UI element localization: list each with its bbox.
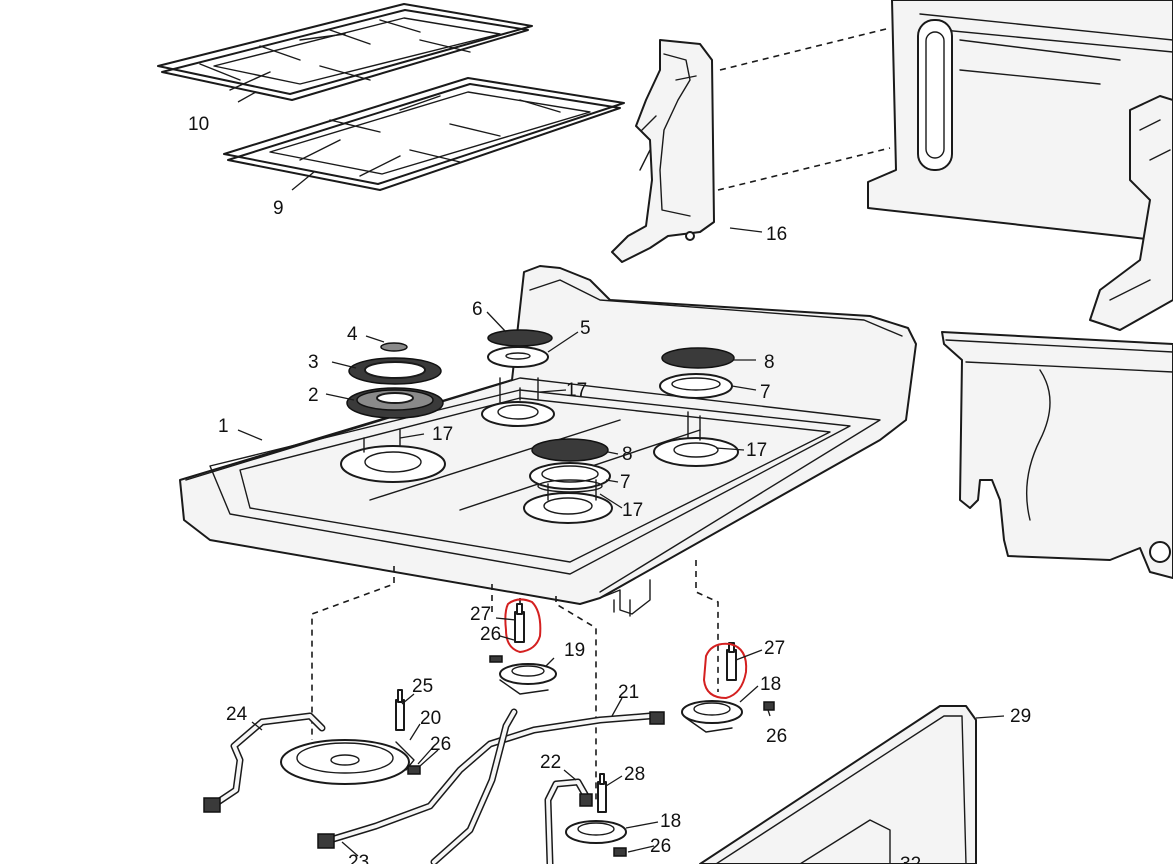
callout-20: 20: [420, 708, 441, 729]
callout-8-rear: 8: [764, 352, 775, 373]
callout-29: 29: [1010, 706, 1031, 727]
callout-6: 6: [472, 299, 483, 320]
igniter-27-right: [726, 642, 737, 681]
burner-wells: [340, 401, 739, 524]
callout-labels: 10 9 16 6 5 4 3 2 8 7 17 1 17 17 8 7 17 …: [188, 114, 1031, 864]
burner-base-2: [346, 387, 444, 419]
side-bracket-16: [611, 39, 715, 263]
callout-26-b: 26: [766, 726, 787, 747]
burner-cap-4: [380, 342, 408, 352]
callout-18-a: 18: [760, 674, 781, 695]
oven-door-29: [699, 705, 977, 864]
grate-10: [157, 3, 533, 101]
leader-lines: [237, 91, 1005, 857]
callout-16: 16: [766, 224, 787, 245]
callout-10: 10: [188, 114, 209, 135]
callout-21: 21: [618, 682, 639, 703]
callout-2: 2: [308, 385, 319, 406]
burner-head-5: [487, 346, 549, 368]
burner-cap-8-front: [531, 438, 609, 462]
callout-19: 19: [564, 640, 585, 661]
callout-26-d: 26: [650, 836, 671, 857]
igniter-27-left: [514, 603, 525, 643]
callout-24: 24: [226, 704, 248, 725]
burner-head-7-front: [529, 462, 611, 493]
callout-23: 23: [348, 852, 369, 864]
burner-head-7-rear: [659, 373, 733, 399]
callout-3: 3: [308, 352, 319, 373]
burner-cap-8-rear: [661, 347, 735, 369]
burner-base-18-lower: [565, 820, 627, 844]
callout-17-b: 17: [432, 424, 453, 445]
callout-28: 28: [624, 764, 645, 785]
callout-17-c: 17: [746, 440, 767, 461]
burner-ring-3: [348, 357, 442, 385]
callout-17-a: 17: [566, 380, 587, 401]
callout-27-left: 27: [470, 604, 491, 625]
callout-18-b: 18: [660, 811, 681, 832]
grate-9: [223, 77, 625, 191]
burner-base-18-upper: [681, 700, 743, 733]
callout-4: 4: [347, 324, 358, 345]
callout-26-a: 26: [480, 624, 501, 645]
callout-26-c: 26: [430, 734, 451, 755]
callout-32: 32: [900, 854, 921, 864]
burner-base-19: [499, 663, 557, 695]
callout-22: 22: [540, 752, 561, 773]
callout-5: 5: [580, 318, 591, 339]
highlight-marks: [504, 598, 748, 700]
gas-tube-21: [317, 708, 665, 864]
gas-tube-22: [544, 778, 593, 864]
callout-25: 25: [412, 676, 433, 697]
burner-base-20: [280, 739, 415, 785]
callout-7-front: 7: [620, 472, 631, 493]
callout-17-d: 17: [622, 500, 643, 521]
callout-27-right: 27: [764, 638, 785, 659]
callout-1: 1: [218, 416, 229, 437]
igniter-28: [597, 773, 607, 813]
igniter-25: [395, 689, 405, 731]
oven-front-panel: [941, 331, 1173, 579]
callout-9: 9: [273, 198, 284, 219]
clips-26: [407, 655, 775, 857]
callout-7-rear: 7: [760, 382, 771, 403]
burner-cap-6: [487, 329, 553, 347]
gas-tube-24: [203, 712, 326, 813]
callout-8-front: 8: [622, 444, 633, 465]
side-panel-right: [867, 0, 1173, 331]
